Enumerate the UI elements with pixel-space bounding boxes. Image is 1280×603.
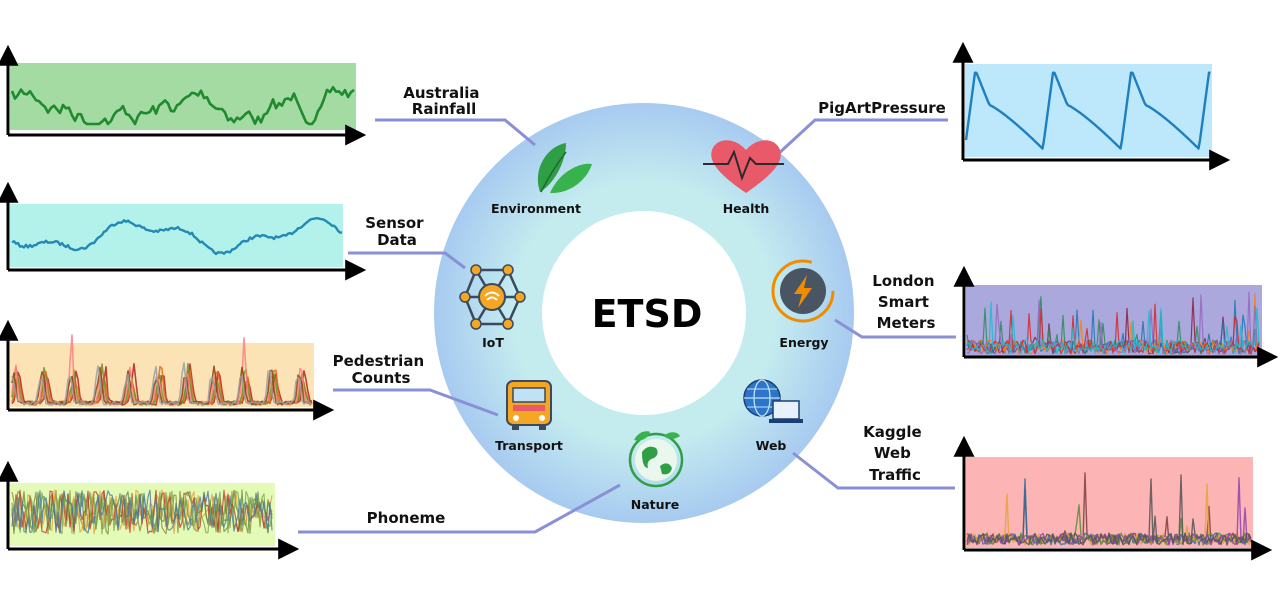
category-label-transport: Transport — [495, 438, 563, 453]
connector-kaggle-web-traffic — [792, 451, 955, 490]
thumb-bg-australia-rainfall — [10, 63, 356, 130]
series-line — [11, 489, 273, 534]
network-hub-icon — [459, 264, 526, 330]
category-label-iot: IoT — [482, 335, 504, 350]
lightning-bolt-icon — [771, 259, 835, 323]
series-line — [10, 86, 355, 126]
category-label-health: Health — [723, 201, 770, 216]
thumb-london-smart-meters — [953, 265, 1279, 368]
label-pedestrian-counts: Pedestrian Counts — [333, 352, 430, 387]
thumb-pigartpressure — [952, 41, 1231, 171]
series-sensor-data — [11, 217, 343, 256]
leaf-icon — [537, 143, 592, 194]
connectors — [298, 118, 956, 534]
dataset-labels: Australia Rainfall Sensor Data Pedestria… — [333, 84, 946, 527]
dataset-thumbnails — [0, 41, 1279, 561]
category-environment: Environment — [491, 143, 592, 216]
series-line — [11, 365, 313, 406]
thumb-bg-pigartpressure — [965, 64, 1212, 157]
ring-hole — [542, 211, 746, 415]
series-london-smart-meters — [966, 291, 1260, 355]
label-phoneme: Phoneme — [367, 509, 446, 527]
label-kaggle-web-traffic: Kaggle Web Traffic — [863, 423, 927, 484]
category-label-energy: Energy — [779, 335, 828, 350]
category-energy: Energy — [771, 259, 835, 350]
series-line — [966, 483, 1252, 546]
series-line — [966, 301, 1260, 355]
series-line — [11, 490, 273, 535]
label-australia-rainfall: Australia Rainfall — [403, 84, 485, 118]
center-title: ETSD — [592, 292, 703, 336]
category-transport: Transport — [495, 380, 563, 453]
category-label-nature: Nature — [631, 497, 679, 512]
series-line — [11, 217, 343, 256]
series-pigartpressure — [964, 71, 1211, 150]
connector-phoneme — [298, 483, 621, 534]
series-line — [966, 291, 1260, 355]
thumb-pedestrian-counts — [0, 319, 335, 421]
series-line — [966, 474, 1252, 546]
thumb-sensor-data — [0, 181, 367, 281]
connector-london-smart-meters — [834, 318, 956, 339]
thumb-australia-rainfall — [0, 44, 367, 146]
connector-australia-rainfall — [375, 118, 536, 147]
connector-pigartpressure — [775, 118, 948, 157]
label-sensor-data: Sensor Data — [365, 214, 429, 249]
label-london-smart-meters: London Smart Meters — [872, 272, 940, 332]
category-iot: IoT — [459, 264, 526, 350]
series-line — [11, 362, 313, 406]
globe-laptop-icon — [743, 379, 803, 423]
thumb-kaggle-web-traffic — [953, 435, 1273, 561]
connector-pedestrian-counts — [333, 388, 499, 417]
series-kaggle-web-traffic — [966, 472, 1252, 546]
series-line — [964, 71, 1211, 150]
category-label-web: Web — [756, 438, 787, 453]
label-pigartpressure: PigArtPressure — [818, 99, 946, 117]
connector-sensor-data — [348, 251, 466, 270]
category-health: Health — [703, 140, 784, 216]
bus-icon — [506, 380, 552, 430]
thumb-bg-sensor-data — [10, 204, 343, 267]
thumb-phoneme — [0, 460, 300, 560]
category-label-environment: Environment — [491, 201, 581, 216]
category-web: Web — [743, 379, 803, 453]
series-australia-rainfall — [10, 86, 355, 126]
earth-leaf-icon — [628, 431, 684, 488]
heartbeat-icon — [703, 140, 784, 193]
category-nature: Nature — [628, 431, 684, 512]
series-pedestrian-counts — [11, 334, 313, 406]
series-phoneme — [11, 489, 273, 535]
